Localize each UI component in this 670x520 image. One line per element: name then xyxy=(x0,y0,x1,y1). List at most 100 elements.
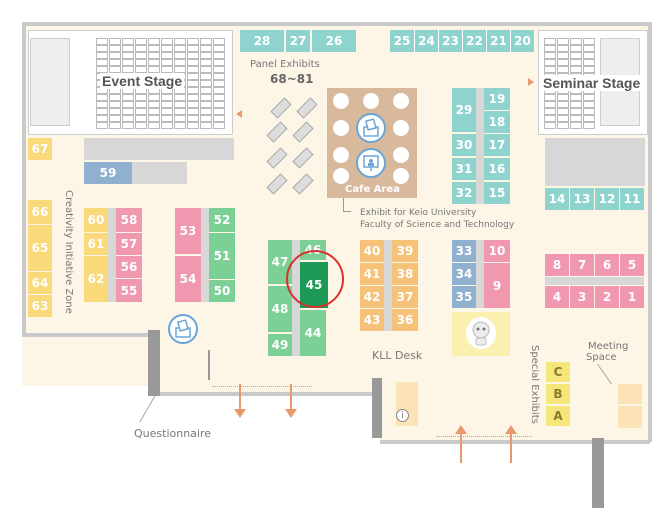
booth-25[interactable]: 25 xyxy=(390,30,414,52)
booth-9[interactable]: 9 xyxy=(484,263,510,308)
chair xyxy=(213,87,225,94)
booth-B[interactable]: B xyxy=(546,384,570,404)
booth-55[interactable]: 55 xyxy=(116,279,142,302)
chair xyxy=(135,94,147,101)
booth-24[interactable]: 24 xyxy=(414,30,438,52)
chair xyxy=(135,108,147,115)
booth-3[interactable]: 3 xyxy=(570,286,594,308)
booth-17[interactable]: 17 xyxy=(484,134,510,156)
booth-60[interactable]: 60 xyxy=(84,208,108,232)
booth-32[interactable]: 32 xyxy=(452,182,476,204)
booth-53[interactable]: 53 xyxy=(175,208,201,254)
booth-26[interactable]: 26 xyxy=(312,30,356,52)
booth-10[interactable]: 10 xyxy=(484,240,510,262)
booth-63[interactable]: 63 xyxy=(28,295,52,317)
booth-48[interactable]: 48 xyxy=(268,286,292,332)
booth-54[interactable]: 54 xyxy=(175,256,201,302)
booth-5[interactable]: 5 xyxy=(620,254,644,276)
booth-44[interactable]: 44 xyxy=(300,310,326,356)
booth-38[interactable]: 38 xyxy=(392,263,418,285)
chair xyxy=(213,122,225,129)
booth-33[interactable]: 33 xyxy=(452,240,476,262)
seminar-entry-arrow-icon xyxy=(528,78,534,86)
booth-22[interactable]: 22 xyxy=(462,30,486,52)
chair xyxy=(187,108,199,115)
cafe-table xyxy=(333,120,349,136)
chair xyxy=(570,101,582,108)
exit-arrow-shaft xyxy=(290,384,292,410)
booth-23[interactable]: 23 xyxy=(438,30,462,52)
booth-34[interactable]: 34 xyxy=(452,263,476,285)
chair xyxy=(570,59,582,66)
booth-57[interactable]: 57 xyxy=(116,233,142,255)
chair xyxy=(187,38,199,45)
chair xyxy=(161,108,173,115)
booth-52[interactable]: 52 xyxy=(209,208,235,232)
booth-16[interactable]: 16 xyxy=(484,158,510,180)
presentation-icon xyxy=(356,148,386,178)
booth-30[interactable]: 30 xyxy=(452,134,476,156)
booth-58[interactable]: 58 xyxy=(116,208,142,232)
cafe-table xyxy=(393,120,409,136)
booth-61[interactable]: 61 xyxy=(84,233,108,255)
chair xyxy=(135,66,147,73)
chair xyxy=(200,80,212,87)
booth-37[interactable]: 37 xyxy=(392,286,418,308)
booth-62[interactable]: 62 xyxy=(84,256,108,302)
chair xyxy=(557,122,569,129)
chair xyxy=(187,73,199,80)
booth-29[interactable]: 29 xyxy=(452,88,476,132)
chair xyxy=(213,94,225,101)
booth-14[interactable]: 14 xyxy=(545,188,569,210)
booth-39[interactable]: 39 xyxy=(392,240,418,262)
booth-51[interactable]: 51 xyxy=(209,233,235,279)
booth-31[interactable]: 31 xyxy=(452,158,476,180)
booth-19[interactable]: 19 xyxy=(484,88,510,110)
divider xyxy=(476,88,484,204)
booth-28[interactable]: 28 xyxy=(240,30,284,52)
booth-35[interactable]: 35 xyxy=(452,286,476,308)
chair xyxy=(583,101,595,108)
blocked-area xyxy=(545,138,645,186)
booth-20[interactable]: 20 xyxy=(510,30,534,52)
booth-15[interactable]: 15 xyxy=(484,182,510,204)
booth-67[interactable]: 67 xyxy=(28,138,52,160)
booth-50[interactable]: 50 xyxy=(209,280,235,302)
booth-C[interactable]: C xyxy=(546,362,570,382)
booth-42[interactable]: 42 xyxy=(360,286,384,308)
booth-43[interactable]: 43 xyxy=(360,309,384,331)
chair xyxy=(135,38,147,45)
booth-65[interactable]: 65 xyxy=(28,225,52,271)
booth-41[interactable]: 41 xyxy=(360,263,384,285)
booth-12[interactable]: 12 xyxy=(595,188,619,210)
booth-64[interactable]: 64 xyxy=(28,272,52,294)
meeting-space xyxy=(618,384,642,404)
booth-18[interactable]: 18 xyxy=(484,111,510,133)
divider xyxy=(201,208,209,302)
chair xyxy=(200,101,212,108)
chair xyxy=(583,122,595,129)
booth-56[interactable]: 56 xyxy=(116,256,142,278)
booth-4[interactable]: 4 xyxy=(545,286,569,308)
booth-8[interactable]: 8 xyxy=(545,254,569,276)
booth-59[interactable]: 59 xyxy=(84,162,132,184)
booth-27[interactable]: 27 xyxy=(286,30,310,52)
booth-40[interactable]: 40 xyxy=(360,240,384,262)
booth-13[interactable]: 13 xyxy=(570,188,594,210)
booth-A[interactable]: A xyxy=(546,406,570,426)
chair xyxy=(187,45,199,52)
booth-2[interactable]: 2 xyxy=(595,286,619,308)
chair xyxy=(148,52,160,59)
door xyxy=(212,386,312,402)
booth-49[interactable]: 49 xyxy=(268,334,292,356)
entry-arrow-icon xyxy=(505,425,517,434)
booth-7[interactable]: 7 xyxy=(570,254,594,276)
booth-36[interactable]: 36 xyxy=(392,309,418,331)
booth-21[interactable]: 21 xyxy=(486,30,510,52)
chair xyxy=(200,73,212,80)
booth-1[interactable]: 1 xyxy=(620,286,644,308)
exit-arrow-shaft xyxy=(239,384,241,410)
booth-6[interactable]: 6 xyxy=(595,254,619,276)
booth-11[interactable]: 11 xyxy=(620,188,644,210)
booth-66[interactable]: 66 xyxy=(28,200,52,224)
